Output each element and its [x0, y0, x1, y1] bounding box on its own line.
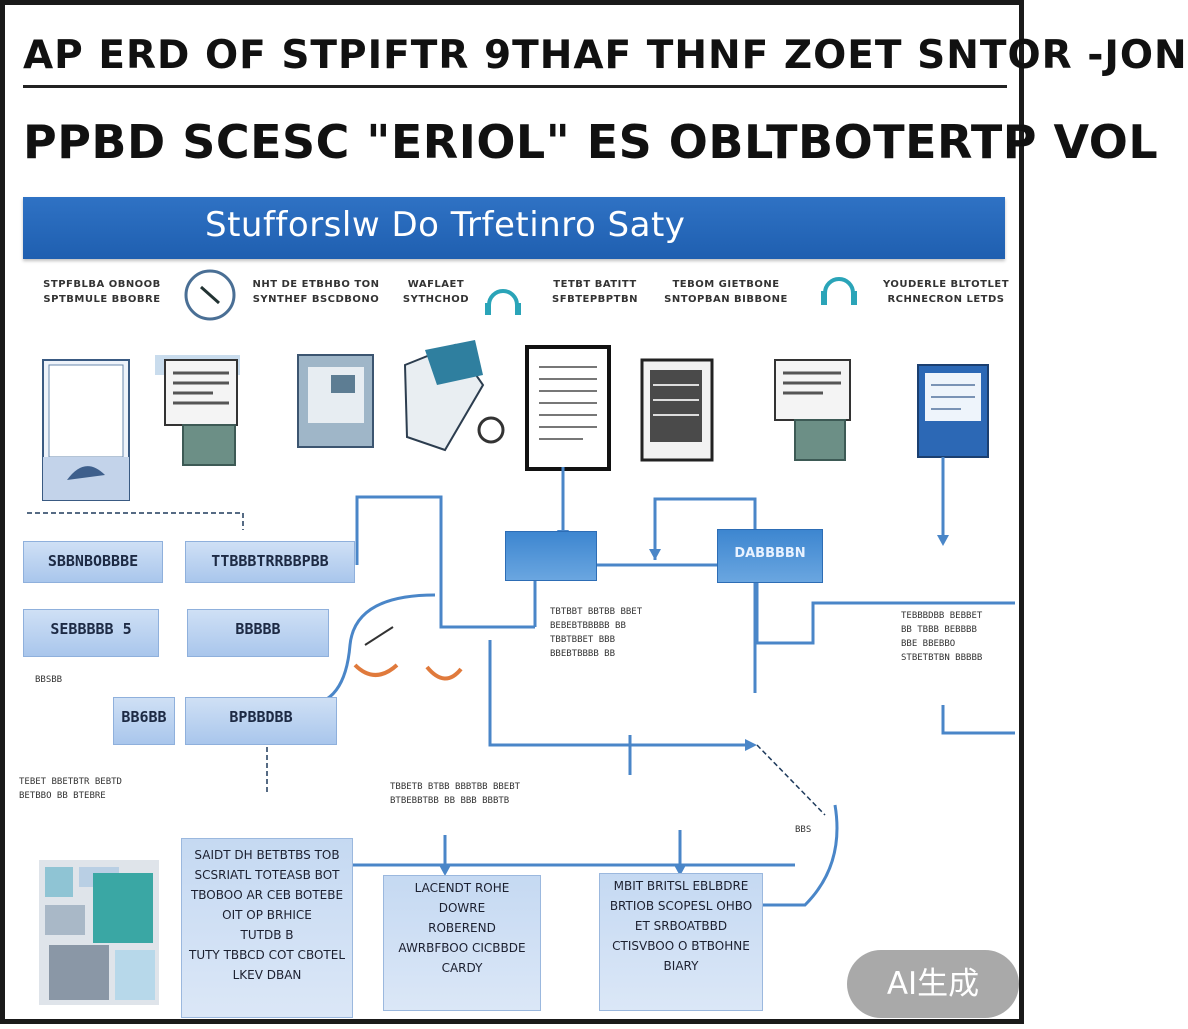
- process-box: SEBBBBB 5: [23, 609, 159, 657]
- ai-generated-badge: AI生成: [847, 950, 1019, 1018]
- card-line: ET SRBOATBBD: [634, 919, 728, 933]
- caption-line: SYTHCHOD: [402, 294, 470, 305]
- card-line: SAIDT DH BETBTBS TOB: [194, 848, 340, 862]
- caption-line: YOUDERLE BLTOTLET: [882, 279, 1010, 290]
- card-line: CTISVBOO O BTBOHNE: [612, 939, 750, 953]
- cursor-icon: [353, 626, 399, 677]
- note-label: BBS: [795, 825, 812, 835]
- clipboard-illustration: [917, 364, 989, 458]
- caption-line: TEBOM GIETBONE: [672, 279, 780, 290]
- caption-line: TETBT BATITT: [553, 279, 637, 290]
- info-card: LACENDT ROHE DOWRE ROBEREND AWRBFBOO CIC…: [383, 875, 541, 1011]
- banner-text: Stufforslw Do Trfetinro Saty: [205, 205, 686, 245]
- clock-icon: [184, 269, 236, 321]
- section-banner: Stufforslw Do Trfetinro Saty: [23, 197, 1005, 259]
- caption-line: WAFLAET: [407, 279, 465, 290]
- note-block: TEBBBDBB BEBBET BB TBBB BEBBBB BBE BBEBB…: [901, 609, 982, 665]
- info-card: SAIDT DH BETBTBS TOB SCSRIATL TOTEASB BO…: [181, 838, 353, 1018]
- column-caption: WAFLAET SYTHCHOD: [391, 277, 481, 307]
- card-line: CARDY: [441, 961, 483, 975]
- note-line: BEBEBTBBBBB BB: [550, 621, 626, 631]
- note-line: TEBET BBETBTR BEBTD: [19, 777, 122, 787]
- column-caption: TEBOM GIETBONE SNTOPBAN BIBBONE: [661, 277, 791, 307]
- card-line: LKEV DBAN: [232, 968, 302, 982]
- terminal-illustration: [297, 354, 374, 448]
- document-illustration: [525, 345, 611, 471]
- note-label: BBSBB: [35, 675, 63, 685]
- caption-line: STPFBLBA OBNOOB: [43, 279, 161, 290]
- page-title: AP ERD OF STPIFTR 9THAF THNF ZOET SNTOR …: [23, 33, 1188, 78]
- caption-line: SPTBMULE BBOBRE: [43, 294, 161, 305]
- note-block: TBTBBT BBTBB BBET BEBEBTBBBBB BB TBBTBBE…: [550, 605, 642, 661]
- card-line: LACENDT ROHE: [414, 881, 510, 895]
- blue-process-box: [505, 531, 597, 581]
- arrowheads: [439, 530, 949, 876]
- column-caption: NHT DE ETBHBO TON SYNTHEF BSCDBONO: [251, 277, 381, 307]
- note-block: TBBETB BTBB BBBTBB BBEBT BTBEBBTBB BB BB…: [390, 780, 520, 808]
- document-monitor-illustration: [155, 355, 240, 466]
- machine-illustration: [403, 340, 505, 452]
- caption-line: SYNTHEF BSCDBONO: [252, 294, 380, 305]
- map-thumbnail: [39, 860, 159, 1005]
- process-box: SBBNBOBBBE: [23, 541, 163, 583]
- note-line: BETBBO BB BTEBRE: [19, 791, 106, 801]
- card-line: BRTIOB SCOPESL OHBO: [609, 899, 753, 913]
- note-line: BB TBBB BEBBBB: [901, 625, 977, 635]
- tablet-illustration: [640, 358, 714, 462]
- cursor-icon: [425, 665, 463, 681]
- diagram-artwork: [27, 269, 1015, 1005]
- connector-lines: [304, 457, 1015, 907]
- column-caption: YOUDERLE BLTOTLET RCHNECRON LETDS: [881, 277, 1011, 307]
- blue-process-box: DABBBBN: [717, 529, 823, 583]
- note-line: TBBTBBET BBB: [550, 635, 616, 645]
- card-line: TBOBOO AR CEB BOTEBE: [190, 888, 344, 902]
- screen-illustration: [42, 359, 130, 501]
- card-line: AWRBFBOO CICBBDE: [398, 941, 526, 955]
- note-line: BBE BBEBBO: [901, 639, 956, 649]
- document-monitor-illustration: [774, 359, 851, 461]
- card-line: DOWRE: [438, 901, 486, 915]
- note-line: BTBEBBTBB BB BBB BBBTB: [390, 796, 510, 806]
- headset-icon: [485, 289, 521, 315]
- process-box: BBBBB: [187, 609, 329, 657]
- note-line: TBBETB BTBB BBBTBB BBEBT: [390, 782, 521, 792]
- column-caption: TETBT BATITT SFBTEPBPTBN: [545, 277, 645, 307]
- process-box: TTBBBTRRBBPBB: [185, 541, 355, 583]
- headset-icon: [821, 277, 857, 305]
- note-line: TBTBBT BBTBB BBET: [550, 607, 643, 617]
- card-line: TUTDB B: [240, 928, 294, 942]
- note-line: TEBBBDBB BEBBET: [901, 611, 983, 621]
- column-caption: STPFBLBA OBNOOB SPTBMULE BBOBRE: [27, 277, 177, 307]
- page-subtitle: PPBD SCESC "ERIOL" ES OBLTBOTERTP VOL: [23, 115, 1159, 169]
- card-line: ROBEREND: [428, 921, 496, 935]
- card-line: OIT OP BRHICE: [222, 908, 312, 922]
- note-line: BBEBTBBBB BB: [550, 649, 616, 659]
- dashed-connectors: [27, 512, 826, 816]
- info-card: MBIT BRITSL EBLBDRE BRTIOB SCOPESL OHBO …: [599, 873, 763, 1011]
- process-box: BB6BB: [113, 697, 175, 745]
- card-line: TUTY TBBCD COT CBOTEL: [188, 948, 346, 962]
- card-line: BIARY: [663, 959, 699, 973]
- card-line: MBIT BRITSL EBLBDRE: [613, 879, 749, 893]
- title-rule: [23, 85, 1007, 88]
- process-box: BPBBDBB: [185, 697, 337, 745]
- card-line: SCSRIATL TOTEASB BOT: [194, 868, 340, 882]
- caption-line: SNTOPBAN BIBBONE: [664, 294, 788, 305]
- caption-line: SFBTEPBPTBN: [552, 294, 638, 305]
- note-line: STBETBTBN BBBBB: [901, 653, 983, 663]
- note-block: TEBET BBETBTR BEBTD BETBBO BB BTEBRE: [19, 775, 122, 803]
- caption-line: NHT DE ETBHBO TON: [252, 279, 380, 290]
- caption-line: RCHNECRON LETDS: [887, 294, 1005, 305]
